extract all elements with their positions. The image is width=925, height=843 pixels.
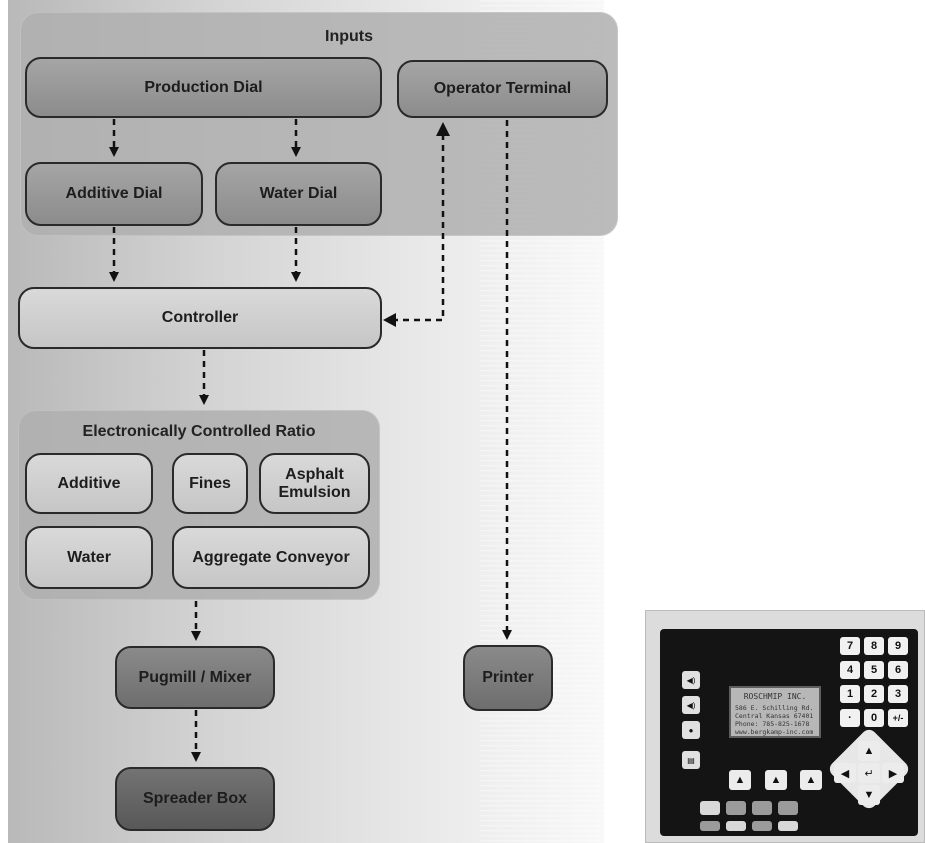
printer-label: Printer [482, 669, 534, 687]
key-2: 2 [864, 685, 884, 703]
asphalt-emulsion-label-line2: Emulsion [278, 483, 351, 501]
asphalt-emulsion-box[interactable]: Asphalt Emulsion [259, 453, 370, 514]
key-plus-minus: +/- [888, 709, 908, 727]
inputs-group-title: Inputs [325, 28, 373, 45]
asphalt-emulsion-label-line1: Asphalt [285, 465, 344, 483]
mic-icon: ● [682, 721, 700, 739]
lcd-display: ROSCHMIP INC. 586 E. Schilling Rd. Centr… [729, 686, 821, 738]
additive-label: Additive [57, 474, 121, 492]
function-key [726, 801, 746, 815]
directional-pad: ▲ ◀ ↵ ▶ ▼ [826, 726, 912, 812]
aggregate-conveyor-label: Aggregate Conveyor [192, 548, 350, 566]
lcd-line-3: Central Kansas 67401 [735, 712, 814, 721]
key-6: 6 [888, 661, 908, 679]
water-box[interactable]: Water [25, 526, 153, 589]
water-dial-box[interactable]: Water Dial [215, 162, 382, 226]
lcd-line-2: 586 E. Schilling Rd. [735, 704, 814, 712]
function-key [778, 801, 798, 815]
enter-key: ↵ [858, 763, 880, 783]
pugmill-mixer-box[interactable]: Pugmill / Mixer [115, 646, 275, 709]
control-panel-photo: ◀) ◀) ● ▤ ROSCHMIP INC. 586 E. Schilling… [645, 610, 925, 843]
key-1: 1 [840, 685, 860, 703]
softkey-1: ▲ [729, 770, 751, 790]
arrow-right-key: ▶ [882, 763, 904, 783]
lcd-line-4: Phone: 785-825-1678 [735, 720, 810, 729]
key-3: 3 [888, 685, 908, 703]
speaker-icon: ◀) [682, 671, 700, 689]
function-key [700, 801, 720, 815]
key-8: 8 [864, 637, 884, 655]
softkey-3: ▲ [800, 770, 822, 790]
aggregate-conveyor-box[interactable]: Aggregate Conveyor [172, 526, 370, 589]
key-7: 7 [840, 637, 860, 655]
fines-label: Fines [189, 474, 231, 492]
additive-dial-label: Additive Dial [65, 185, 163, 203]
water-dial-label: Water Dial [259, 185, 338, 203]
lcd-line-1: ROSCHMIP INC. [743, 692, 807, 701]
document-icon: ▤ [682, 751, 700, 769]
function-key [752, 821, 772, 831]
controller-box[interactable]: Controller [18, 287, 382, 349]
fines-box[interactable]: Fines [172, 453, 248, 514]
function-key [726, 821, 746, 831]
production-dial-label: Production Dial [144, 78, 263, 96]
arrow-down-key: ▼ [858, 785, 880, 805]
printer-box[interactable]: Printer [463, 645, 553, 711]
arrow-up-key: ▲ [858, 741, 880, 761]
softkey-2: ▲ [765, 770, 787, 790]
additive-dial-box[interactable]: Additive Dial [25, 162, 203, 226]
production-dial-box[interactable]: Production Dial [25, 57, 382, 118]
ratio-group-title: Electronically Controlled Ratio [82, 423, 316, 440]
arrow-left-key: ◀ [834, 763, 856, 783]
pugmill-mixer-label: Pugmill / Mixer [138, 668, 252, 686]
operator-terminal-box[interactable]: Operator Terminal [397, 60, 608, 118]
spreader-box-label: Spreader Box [142, 790, 248, 808]
speaker-icon: ◀) [682, 696, 700, 714]
spreader-box-box[interactable]: Spreader Box [115, 767, 275, 831]
key-5: 5 [864, 661, 884, 679]
function-key [778, 821, 798, 831]
control-panel-face: ◀) ◀) ● ▤ ROSCHMIP INC. 586 E. Schilling… [660, 629, 918, 836]
lcd-line-5: www.bergkamp-inc.com [735, 728, 814, 737]
key-4: 4 [840, 661, 860, 679]
water-label: Water [67, 548, 111, 566]
key-decimal: · [840, 709, 860, 727]
additive-box[interactable]: Additive [25, 453, 153, 514]
controller-label: Controller [161, 309, 239, 327]
key-0: 0 [864, 709, 884, 727]
key-9: 9 [888, 637, 908, 655]
operator-terminal-label: Operator Terminal [433, 80, 572, 98]
function-key [700, 821, 720, 831]
function-key [752, 801, 772, 815]
